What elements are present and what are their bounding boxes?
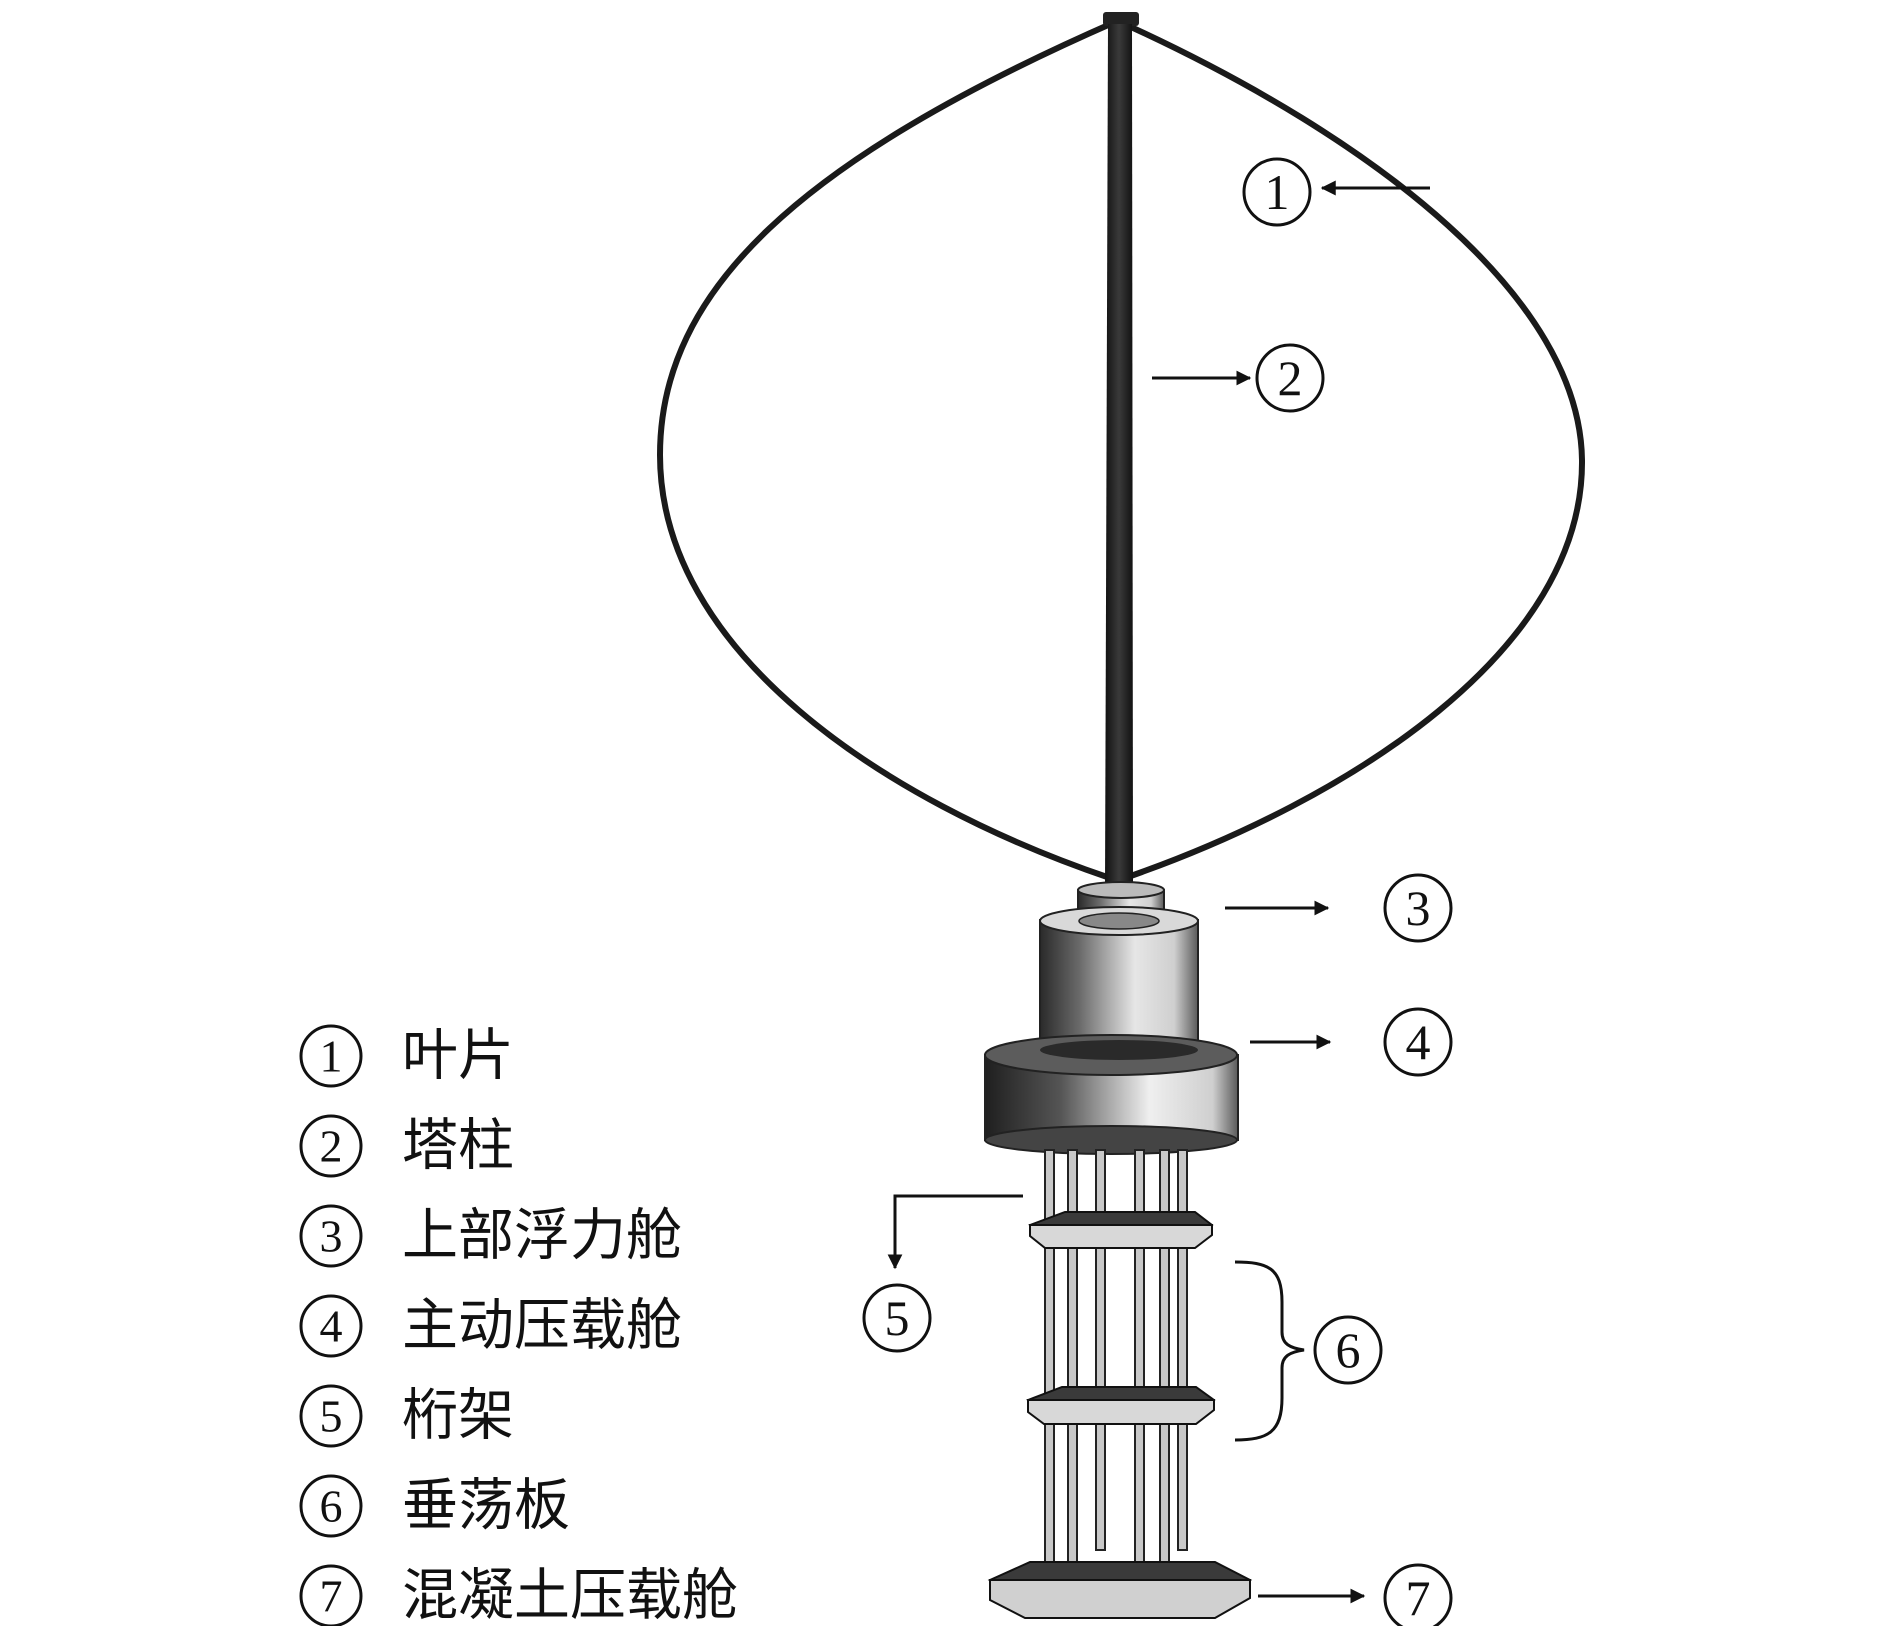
blade xyxy=(656,19,1586,881)
legend-item: 4 主动压载舱 xyxy=(299,1294,682,1359)
legend-label: 塔柱 xyxy=(402,1114,514,1179)
legend-item: 3 上部浮力舱 xyxy=(299,1204,682,1269)
legend-num: 2 xyxy=(320,1121,343,1172)
legend-num: 5 xyxy=(320,1391,343,1442)
legend-num: 4 xyxy=(320,1301,343,1352)
active-ballast-chamber xyxy=(984,1034,1239,1155)
upper-buoyancy-chamber xyxy=(1039,906,1199,1051)
legend-item: 1 叶片 xyxy=(299,1024,514,1089)
legend: 1 叶片 2 塔柱 3 上部浮力舱 4 主动压载舱 5 桁架 6 垂荡板 xyxy=(299,1024,738,1626)
legend-label: 桁架 xyxy=(402,1384,514,1449)
callout-7-label: 7 xyxy=(1406,1570,1431,1626)
legend-label: 垂荡板 xyxy=(402,1474,570,1539)
heave-plates xyxy=(1026,1211,1216,1425)
legend-item: 5 桁架 xyxy=(299,1384,514,1449)
callout-3-label: 3 xyxy=(1406,880,1431,936)
legend-item: 6 垂荡板 xyxy=(299,1474,570,1539)
callout-4: 4 xyxy=(1383,1007,1453,1077)
legend-num: 6 xyxy=(320,1481,343,1532)
callout-2: 2 xyxy=(1255,343,1325,413)
callout-6-label: 6 xyxy=(1336,1322,1361,1378)
legend-label: 混凝土压载舱 xyxy=(402,1564,738,1626)
legend-item: 2 塔柱 xyxy=(299,1114,514,1179)
legend-label: 上部浮力舱 xyxy=(402,1204,682,1269)
legend-label: 主动压载舱 xyxy=(402,1294,682,1359)
callout-1-label: 1 xyxy=(1265,164,1290,220)
legend-num: 7 xyxy=(320,1571,343,1622)
callout-6: 6 xyxy=(1313,1315,1383,1385)
legend-num: 1 xyxy=(320,1031,343,1082)
callout-1: 1 xyxy=(1242,157,1312,227)
callout-arrows xyxy=(887,180,1430,1604)
callout-7: 7 xyxy=(1383,1563,1453,1626)
callout-2-label: 2 xyxy=(1278,350,1303,406)
legend-num: 3 xyxy=(320,1211,343,1262)
tower xyxy=(1103,12,1139,890)
legend-item: 7 混凝土压载舱 xyxy=(299,1564,738,1626)
callout-5: 5 xyxy=(862,1283,932,1353)
callout-3: 3 xyxy=(1383,873,1453,943)
legend-label: 叶片 xyxy=(402,1024,514,1089)
callout-4-label: 4 xyxy=(1406,1014,1431,1070)
concrete-ballast-chamber xyxy=(987,1561,1253,1619)
callout-5-label: 5 xyxy=(885,1290,910,1346)
